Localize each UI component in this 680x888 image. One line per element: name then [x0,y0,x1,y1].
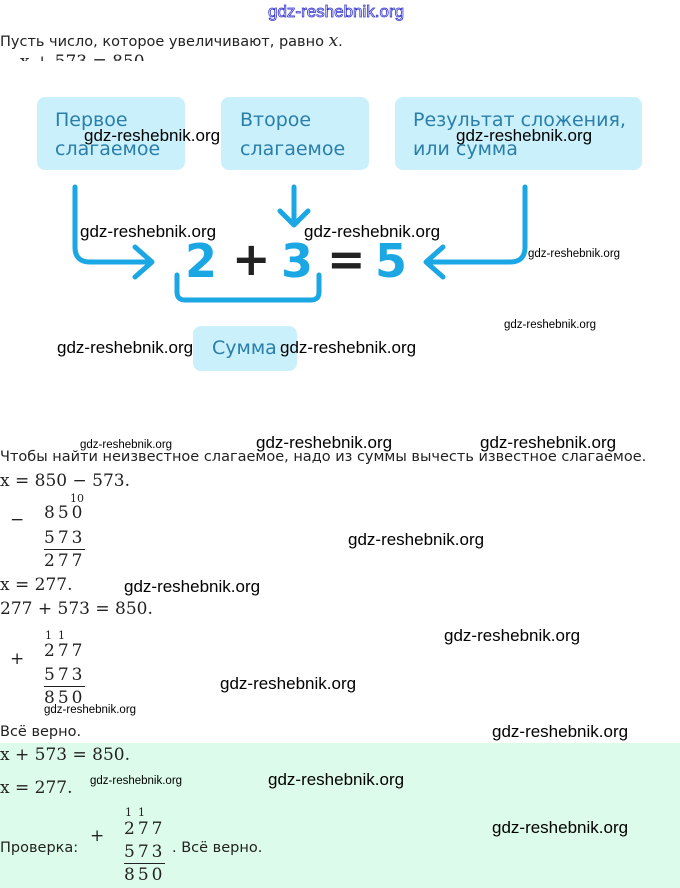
watermark: gdz-reshebnik.org [456,126,593,145]
verdict: Всё верно. [0,724,82,740]
answer-plus-sign: + [90,826,105,846]
watermark: gdz-reshebnik.org [44,704,137,716]
sum-label: Сумма [212,337,277,359]
watermark: gdz-reshebnik.org [57,338,194,357]
box-result-label: Результат сложения,или сумма [413,109,626,160]
addition-bottom: 573 [44,665,86,687]
answer-box [0,743,680,888]
box-sum [193,326,297,371]
watermark: gdz-reshebnik.org [444,626,581,645]
box-second-addend [221,97,369,170]
answer-verdict: . Всё верно. [172,840,263,856]
watermark: gdz-reshebnik.org [504,319,597,331]
answer-equation-2: x = 277. [0,778,73,798]
subtraction-bottom: 573 [44,528,86,550]
answer-carry-marks: 11 [125,806,151,819]
answer-addition-top: 277 [124,819,166,839]
addition-top: 277 [44,641,86,661]
watermark: gdz-reshebnik.org [492,722,629,741]
watermark: gdz-reshebnik.org [348,530,485,549]
box-first-addend [37,97,185,170]
header-watermark: gdz-reshebnik.org [268,2,405,22]
borrow-mark: 10 [70,492,84,505]
intro-line: Пусть число, которое увеличивают, равно … [0,31,343,51]
equation-2: x = 277. [0,575,73,595]
arrow-second-to-3 [277,184,311,228]
watermark: gdz-reshebnik.org [268,770,405,789]
watermark: gdz-reshebnik.org [280,338,417,357]
minus-sign: − [10,510,25,530]
answer-equation-1: x + 573 = 850. [0,745,130,765]
intro-period: . [338,34,343,50]
plus-sign: + [10,649,25,669]
check-label: Проверка: [0,840,79,856]
box-sum-result [395,97,642,170]
subtraction-top: 850 [44,503,86,523]
watermark: gdz-reshebnik.org [220,674,357,693]
digit-3: 3 [281,234,314,288]
arrow-result-to-5 [423,184,528,280]
addition-result: 850 [44,688,86,708]
watermark: gdz-reshebnik.org [84,126,221,145]
equation-1: x = 850 − 573. [0,471,130,491]
sum-bracket [174,272,322,303]
watermark: gdz-reshebnik.org [492,818,629,837]
check-equation: 277 + 573 = 850. [0,599,153,619]
watermark: gdz-reshebnik.org [480,433,617,452]
plus-sign: + [232,232,271,286]
watermark: gdz-reshebnik.org [124,577,261,596]
diagram-arrows [72,184,528,303]
watermark: gdz-reshebnik.org [80,439,173,451]
answer-addition-bottom: 573 [124,842,166,864]
intro-text: Пусть число, которое увеличивают, равно [0,34,329,50]
digit-5: 5 [375,234,408,288]
digit-2: 2 [185,234,218,288]
answer-addition-result: 850 [124,865,166,885]
rule-text: Чтобы найти неизвестное слагаемое, надо … [0,449,647,465]
arrow-first-to-2 [72,184,155,280]
clipped-line: x + 573 = 850 [0,52,200,61]
watermark: gdz-reshebnik.org [90,775,183,787]
intro-variable: x [328,31,339,51]
carry-marks: 11 [45,629,71,642]
watermark: gdz-reshebnik.org [256,433,393,452]
clipped-equation: x + 573 = 850 [0,52,200,61]
equals-sign: = [327,232,366,286]
subtraction-result: 277 [44,551,86,571]
watermark: gdz-reshebnik.org [528,248,621,260]
watermark: gdz-reshebnik.org [80,222,217,241]
watermark: gdz-reshebnik.org [304,222,441,241]
